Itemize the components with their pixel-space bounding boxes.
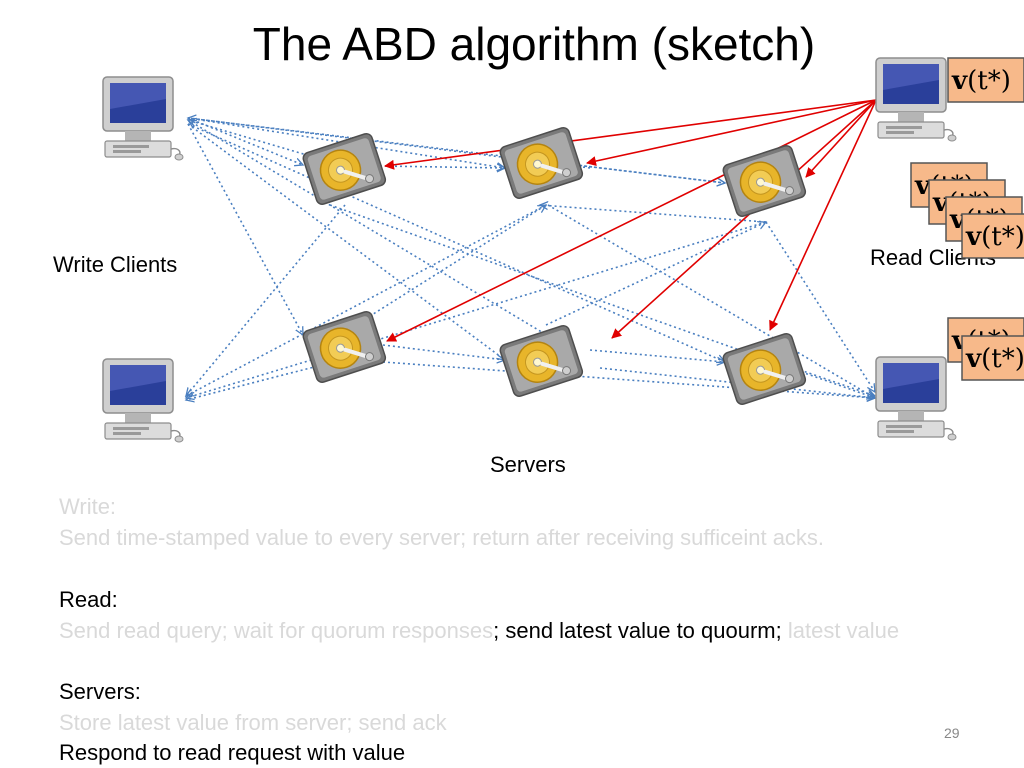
value-card: v(t*) bbox=[961, 335, 1024, 381]
value-card: v(t*) bbox=[961, 213, 1024, 259]
write-client-computer-icon[interactable] bbox=[102, 76, 184, 161]
svg-text:v(t*): v(t*) bbox=[965, 344, 1024, 374]
write-description: Send time-stamped value to every server;… bbox=[59, 525, 825, 550]
server-hard-drive-icon[interactable] bbox=[496, 124, 586, 202]
value-card: v(t*) bbox=[947, 57, 1024, 103]
read-description-part-3: latest value bbox=[781, 618, 900, 643]
write-clients-label: Write Clients bbox=[53, 252, 177, 277]
read-heading: Read: bbox=[59, 587, 118, 612]
servers-description-2: Respond to read request with value bbox=[59, 740, 406, 765]
server-hard-drive-icon[interactable] bbox=[719, 330, 809, 408]
read-description-part-2: ; send latest value to quourm; bbox=[493, 618, 782, 643]
server-hard-drive-icon[interactable] bbox=[496, 322, 586, 400]
write-traffic-arrows bbox=[186, 118, 875, 400]
write-client-computer-icon[interactable] bbox=[102, 358, 184, 443]
server-hard-drive-icon[interactable] bbox=[299, 130, 389, 208]
slide-title: The ABD algorithm (sketch) bbox=[252, 18, 816, 70]
write-heading: Write: bbox=[59, 494, 117, 519]
server-hard-drive-icon[interactable] bbox=[299, 308, 389, 386]
page-number: 29 bbox=[944, 725, 960, 741]
svg-text:v(t*): v(t*) bbox=[965, 222, 1024, 252]
read-client-computer-icon[interactable] bbox=[875, 356, 957, 441]
read-query-arrows bbox=[384, 99, 877, 342]
value-card-stack: v(t*) v(t*) v(t*) v(t*) bbox=[910, 162, 1024, 259]
read-description-part-1: Send read query; wait for quorum respons… bbox=[59, 618, 494, 643]
value-card-pair: v(t*) v(t*) bbox=[947, 317, 1024, 381]
servers-description-1: Store latest value from server; send ack bbox=[59, 710, 447, 735]
svg-text:v(t*): v(t*) bbox=[951, 66, 1011, 96]
read-description: Send read query; wait for quorum respons… bbox=[59, 618, 899, 644]
server-hard-drive-icon[interactable] bbox=[719, 142, 809, 220]
servers-heading: Servers: bbox=[59, 679, 141, 704]
servers-label: Servers bbox=[490, 452, 566, 477]
